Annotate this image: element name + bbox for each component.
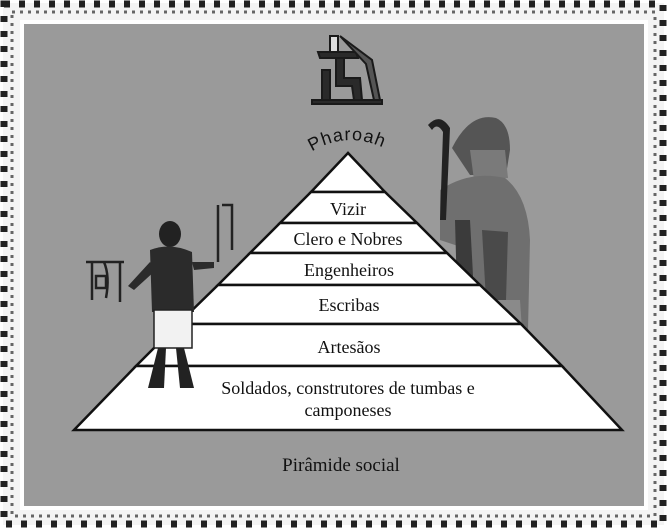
pyramid-layer-soldados [71,364,625,432]
worker-figure-illustration [86,203,234,388]
layer-label-engenheiros: Engenheiros [304,260,394,280]
diagram-caption: Pirâmide social [282,455,400,476]
layer-label-vizir: Vizir [330,199,366,219]
pyramid [71,151,625,432]
layer-label-soldados-line2: camponeses [305,400,392,420]
seated-figure-illustration [311,35,383,105]
layer-label-clero-nobres: Clero e Nobres [294,229,403,249]
layer-label-escribas: Escribas [319,295,380,315]
layer-label-soldados-line1: Soldados, construtores de tumbas e [221,378,474,398]
layer-label-artesaos: Artesãos [318,337,381,357]
